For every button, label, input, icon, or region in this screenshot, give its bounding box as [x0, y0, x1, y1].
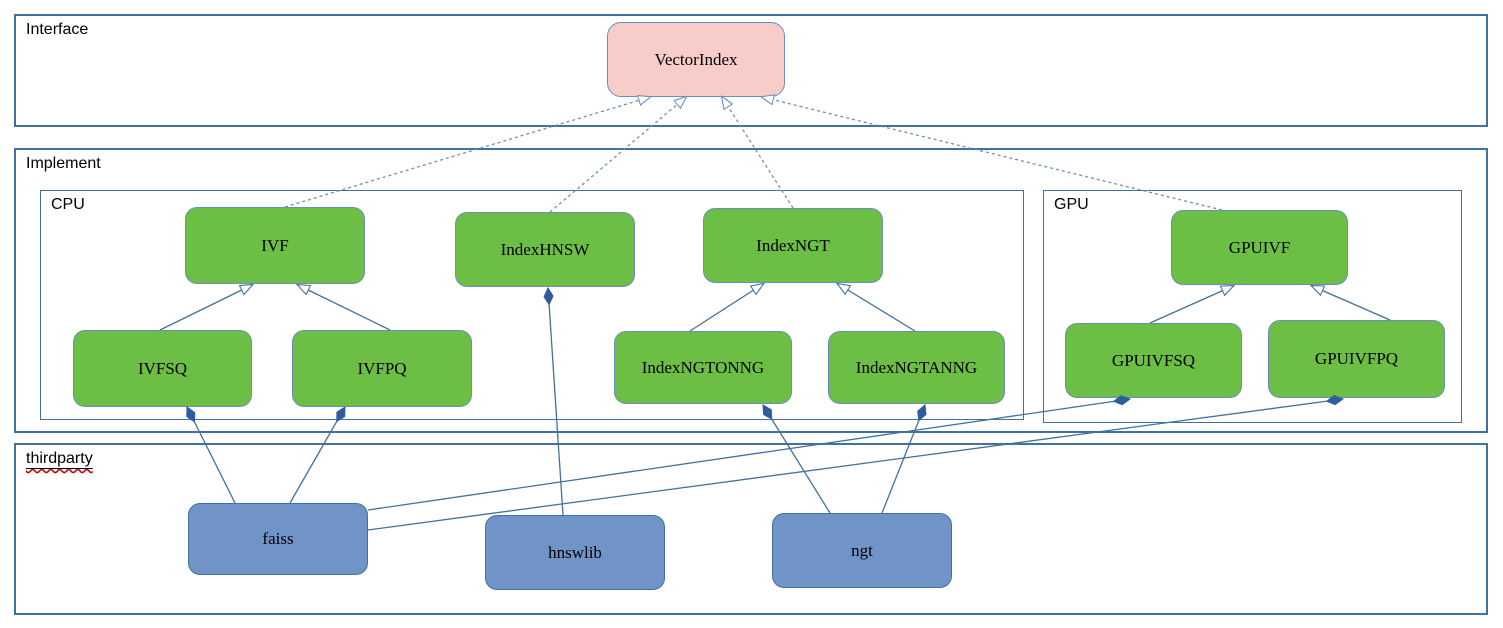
node-indexngt[interactable]: IndexNGT — [703, 208, 883, 283]
node-indexngtonng-label: IndexNGTONNG — [641, 357, 765, 377]
node-gpuivfsq-label: GPUIVFSQ — [1111, 350, 1196, 370]
interface-container-label: Interface — [26, 21, 89, 38]
node-hnswlib-label: hnswlib — [548, 542, 602, 562]
node-indexngt-label: IndexNGT — [756, 235, 830, 255]
node-ivfsq-label: IVFSQ — [137, 358, 188, 378]
node-ivfpq-label: IVFPQ — [357, 358, 407, 378]
node-indexhnsw-label: IndexHNSW — [500, 239, 590, 259]
node-gpuivf-label: GPUIVF — [1228, 237, 1291, 257]
node-faiss[interactable]: faiss — [188, 503, 368, 575]
node-ngt[interactable]: ngt — [772, 513, 952, 588]
node-indexngtanng-label: IndexNGTANNG — [855, 357, 978, 377]
node-gpuivf[interactable]: GPUIVF — [1171, 210, 1348, 285]
node-indexhnsw[interactable]: IndexHNSW — [455, 212, 635, 287]
node-ivfsq[interactable]: IVFSQ — [73, 330, 252, 407]
node-gpuivfpq[interactable]: GPUIVFPQ — [1268, 320, 1445, 398]
node-ivf-label: IVF — [261, 235, 289, 255]
gpu-container-label: GPU — [1054, 196, 1089, 213]
node-faiss-label: faiss — [262, 529, 294, 548]
implement-container-label: Implement — [26, 155, 101, 172]
node-indexngtonng[interactable]: IndexNGTONNG — [614, 331, 792, 404]
cpu-container-label: CPU — [51, 196, 85, 213]
node-ivfpq[interactable]: IVFPQ — [292, 330, 472, 407]
node-ngt-label: ngt — [851, 540, 873, 560]
thirdparty-container-label: thirdparty — [26, 450, 93, 467]
node-gpuivfsq[interactable]: GPUIVFSQ — [1065, 323, 1242, 398]
node-hnswlib[interactable]: hnswlib — [485, 515, 665, 590]
node-vectorindex-label: VectorIndex — [654, 49, 738, 69]
node-ivf[interactable]: IVF — [185, 207, 365, 284]
node-gpuivfpq-label: GPUIVFPQ — [1314, 349, 1399, 368]
node-vectorindex[interactable]: VectorIndex — [607, 22, 785, 97]
node-indexngtanng[interactable]: IndexNGTANNG — [828, 331, 1005, 404]
